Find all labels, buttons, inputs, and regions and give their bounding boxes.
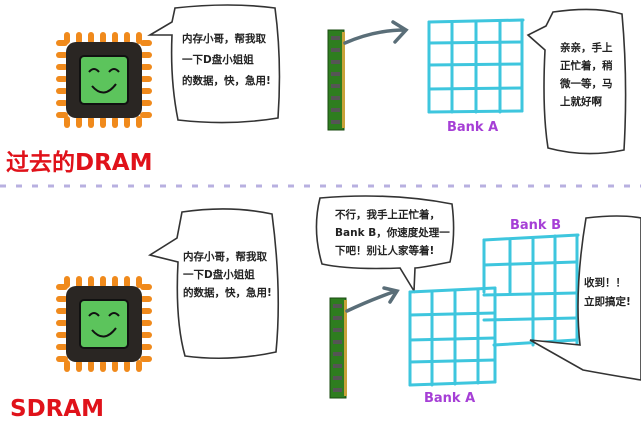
- bank-a-bubble-line: Bank B，你速度处理一: [335, 226, 450, 239]
- bank-a-speech-bubble: [315, 195, 455, 294]
- memory-stick-icon: [329, 297, 348, 399]
- bank-b-grid: [482, 233, 580, 348]
- cpu-bubble-line: 内存小哥，帮我取: [183, 250, 267, 263]
- cpu-speech-bubble: [147, 4, 281, 124]
- cpu-bubble-line: 一下D盘小姐姐: [183, 268, 255, 281]
- cpu-speech-bubble: [147, 208, 280, 360]
- cpu-bubble-line: 的数据，快，急用!: [182, 74, 271, 87]
- bank-a-label: Bank A: [447, 120, 498, 135]
- cpu-bubble-line: 的数据，快，急用!: [183, 286, 272, 299]
- bank-b-bubble-line: 立即搞定!: [584, 295, 631, 308]
- bank-bubble-line: 上就好啊: [560, 95, 602, 108]
- bank-bubble-line: 亲亲，手上: [560, 41, 613, 54]
- bank-a-grid: [408, 286, 497, 387]
- arrow-icon: [343, 20, 409, 45]
- bank-speech-bubble: [526, 8, 627, 155]
- cpu-chip-icon: [55, 31, 153, 129]
- cpu-bubble-line: 一下D盘小姐姐: [182, 53, 254, 66]
- bank-a-bubble-line: 不行，我手上正忙着，: [335, 208, 440, 221]
- bank-a-bubble-line: 下吧！别让人家等着!: [335, 244, 434, 257]
- sdram-title: SDRAM: [10, 396, 104, 422]
- bank-bubble-line: 微一等，马: [559, 77, 613, 90]
- bank-b-label: Bank B: [510, 218, 561, 233]
- bank-a-grid: [427, 18, 525, 114]
- cpu-chip-icon: [55, 275, 153, 373]
- bank-bubble-line: 正忙着，稍: [560, 59, 613, 72]
- memory-stick-icon: [327, 29, 346, 131]
- bank-b-speech-bubble: [529, 215, 641, 381]
- cpu-bubble-line: 内存小哥，帮我取: [182, 32, 266, 45]
- arrow-icon: [345, 286, 400, 313]
- dram-title: 过去的DRAM: [6, 149, 153, 176]
- bank-a-label: Bank A: [424, 391, 475, 406]
- bank-b-bubble-line: 收到！！: [584, 276, 626, 289]
